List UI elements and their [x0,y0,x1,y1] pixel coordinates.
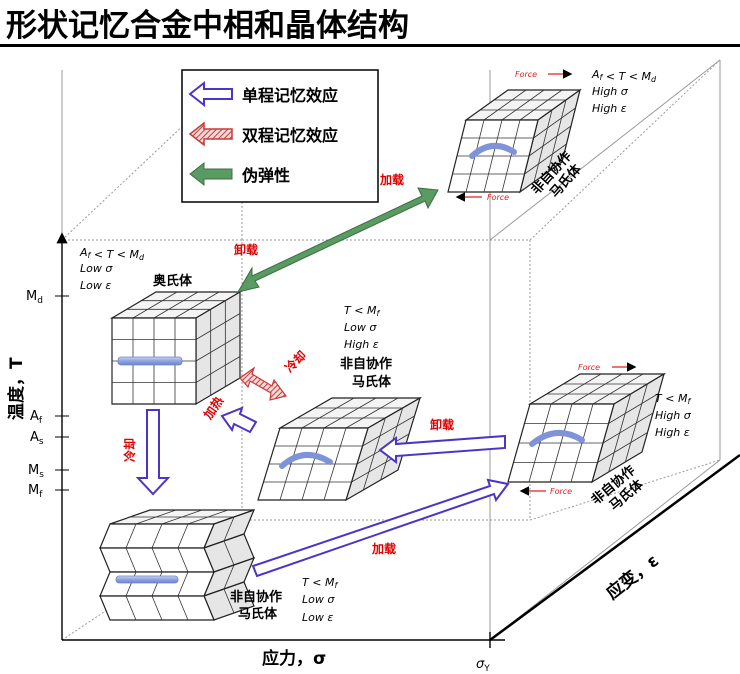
load-arrow-bottom [251,478,510,578]
x-tick-sigma-y: σY [476,657,490,674]
label-unload-top: 卸载 [234,242,258,257]
conditions-right: T < Mf High σ High ε [655,392,692,439]
svg-text:Force: Force [578,363,600,372]
conditions-bottom: T < Mf Low σ Low ε [302,576,338,624]
tick-label-mf: Mf [28,483,43,500]
label-unload-mid: 卸载 [430,417,454,432]
svg-text:Af < T < Md: Af < T < Md [591,68,657,84]
austenite-bar [117,356,183,366]
svg-text:Af < T < Md: Af < T < Md [79,246,145,262]
detwinned-martensite-mid [257,396,423,502]
phase-label-bottom-1: 非自协作 [230,589,282,605]
svg-text:High σ: High σ [655,409,692,422]
z-axis-title: 应变，ε [602,550,663,604]
svg-text:T < Mf: T < Mf [302,576,338,590]
y-axis-title: 温度，T [6,357,27,420]
y-tick-labels: Md Af As Ms Mf [26,289,44,500]
svg-text:High ε: High ε [344,338,379,351]
svg-text:Force: Force [550,487,572,496]
unload-arrow-mid [378,434,506,464]
label-cool-right: 冷却 [282,348,310,376]
cool-arrow-left [135,409,171,496]
detwinned-martensite-right [507,372,667,484]
svg-text:High ε: High ε [655,426,690,439]
heat-arrow [220,406,258,434]
twinned-martensite-bottom [99,508,256,621]
legend-pseudo-label: 伪弹性 [241,166,290,185]
legend-one-way-label: 单程记忆效应 [242,86,338,105]
conditions-top: Af < T < Md High σ High ε [591,68,657,115]
label-load-bottom: 加载 [371,541,396,556]
austenite-cube [109,290,243,406]
force-markers-top: Force Force [455,69,573,202]
bent-bar-mid [279,452,333,469]
svg-text:Low ε: Low ε [80,279,111,292]
legend: 单程记忆效应 双程记忆效应 伪弹性 [181,69,379,203]
label-cool-left: 冷却 [122,438,137,462]
conditions-austenite: Af < T < Md Low σ Low ε [79,246,145,292]
svg-text:High σ: High σ [592,85,629,98]
phase-label-mid-1: 非自协作 [340,356,392,372]
tick-label-af: Af [30,409,43,426]
bent-bar-top [469,143,517,159]
tick-label-ms: Ms [28,463,44,480]
svg-text:Low σ: Low σ [302,593,335,606]
legend-two-way-label: 双程记忆效应 [242,126,338,145]
twinned-bar [115,575,179,584]
label-load-top: 加载 [379,172,404,187]
phase-label-bottom-2: 马氏体 [238,606,278,622]
y-tick-marks [55,295,69,491]
svg-text:Force: Force [515,70,537,79]
svg-text:T < Mf: T < Mf [655,392,691,406]
tick-label-md: Md [26,289,43,306]
bent-bar-right [529,430,585,447]
page-title: 形状记忆合金中相和晶体结构 [6,8,409,44]
pseudo-elastic-arrow [236,187,439,293]
legend-one-way-icon [188,80,233,108]
svg-text:Force: Force [487,193,509,202]
legend-two-way-icon [188,121,233,147]
x-axis-title: 应力，σ [262,648,326,669]
two-way-arrow [239,366,288,401]
phase-label-austenite: 奥氏体 [153,273,193,289]
svg-text:Low σ: Low σ [80,262,113,275]
svg-text:High ε: High ε [592,102,627,115]
svg-text:T < Mf: T < Mf [344,304,380,318]
svg-text:Low ε: Low ε [302,611,333,624]
phase-label-mid-2: 马氏体 [352,374,392,390]
tick-label-as: As [30,430,44,447]
detwinned-martensite-top [447,88,582,194]
svg-text:Low σ: Low σ [344,321,377,334]
title-rule [0,44,740,47]
legend-pseudo-icon [189,161,233,187]
force-markers-right: Force Force [519,362,637,496]
conditions-mid: T < Mf Low σ High ε [344,304,380,351]
